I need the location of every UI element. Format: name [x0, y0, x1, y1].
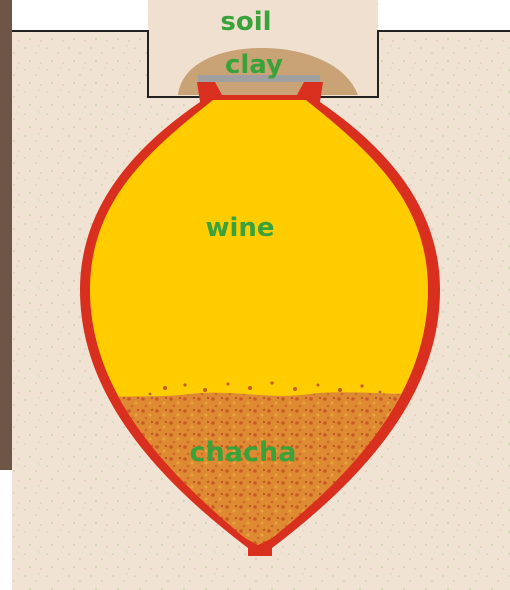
clay-label: clay: [225, 50, 283, 80]
photo-strip: [0, 0, 12, 470]
wine-label: wine: [205, 213, 274, 243]
soil-label: soil: [220, 7, 271, 37]
chacha-label: chacha: [190, 437, 297, 468]
